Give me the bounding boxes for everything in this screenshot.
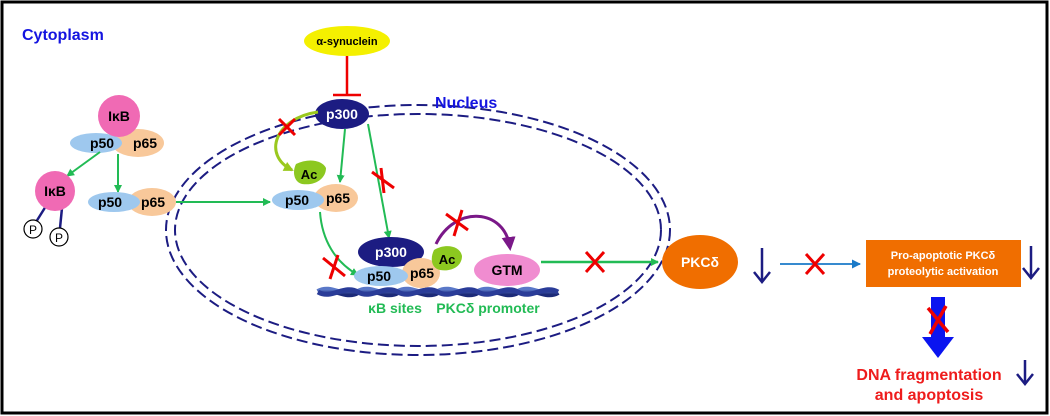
- p50-label-complex: p50: [90, 135, 114, 151]
- block-x-expression: [584, 250, 606, 274]
- fragmentation-line-1: DNA fragmentation: [856, 367, 1001, 384]
- p300-node-bottom: p300: [358, 237, 424, 267]
- proteolytic-line-2: proteolytic activation: [888, 266, 999, 278]
- alpha-synuclein-node: α-synuclein: [304, 26, 390, 56]
- acetyl-label-top: Ac: [301, 167, 318, 182]
- p65-label-promoter: p65: [410, 265, 434, 281]
- nfkb-dimer-nucleus: p50 p65: [272, 184, 358, 212]
- block-x-acetylation: [277, 117, 297, 137]
- ikb-complex: IκB p50 p65: [70, 95, 164, 157]
- ikb-label-phospho: IκB: [44, 183, 66, 199]
- apoptosis-decrease-icon: [1016, 360, 1034, 387]
- p65-label-cyto: p65: [141, 194, 165, 210]
- alpha-synuclein-label: α-synuclein: [316, 36, 377, 48]
- acetyl-label-bottom: Ac: [439, 252, 456, 267]
- block-x-dna-binding: [322, 254, 346, 280]
- synuclein-inhibits-p300: [333, 56, 361, 97]
- block-x-proteolysis: [804, 252, 826, 276]
- p300-label-bottom: p300: [375, 244, 407, 260]
- dna-strand: [316, 286, 560, 298]
- phospho-ikb-node: IκB P P: [23, 171, 75, 247]
- block-x-translocation: [371, 167, 395, 194]
- phospho-label-2: P: [55, 231, 63, 245]
- pkcd-label: PKCδ: [681, 254, 719, 270]
- cytoplasm-label: Cytoplasm: [22, 27, 104, 44]
- p50-label-cyto: p50: [98, 194, 122, 210]
- p300-node-top: p300: [315, 99, 369, 129]
- acetyl-node-top: Ac: [294, 160, 326, 185]
- acetyl-node-bottom: Ac: [431, 246, 462, 271]
- p50-label-nuc: p50: [285, 192, 309, 208]
- block-x-apoptosis: [926, 305, 950, 335]
- dna-binding-arrow: [319, 211, 359, 276]
- ikb-label-complex: IκB: [108, 108, 130, 124]
- nfkb-dimer-promoter: p50 p65: [354, 258, 440, 288]
- ikb-release-arrow: [66, 151, 101, 177]
- p300-translocation-arrow: [367, 123, 392, 239]
- block-x-gtm: [445, 209, 469, 237]
- p300-label-top: p300: [326, 106, 358, 122]
- proteolysis-decrease-icon: [1022, 246, 1040, 281]
- nfkb-dimer-cytoplasm: p50 p65: [88, 188, 176, 216]
- nucleus-label: Nucleus: [435, 95, 497, 112]
- p65-label-complex: p65: [133, 135, 157, 151]
- promoter-label: PKCδ promoter: [436, 300, 540, 316]
- proteolytic-activation-box: Pro-apoptotic PKCδ proteolytic activatio…: [866, 240, 1021, 287]
- nuclear-membrane: [165, 104, 671, 356]
- kb-sites-label: κB sites: [368, 300, 422, 316]
- gtm-label: GTM: [491, 262, 522, 278]
- phospho-label-1: P: [29, 223, 37, 237]
- gtm-node: GTM: [474, 254, 540, 286]
- p300-to-p65-arrow: [336, 128, 346, 183]
- fragmentation-line-2: and apoptosis: [875, 387, 984, 404]
- pkcd-node: PKCδ: [662, 235, 738, 289]
- gtm-activation-arrow: [434, 214, 516, 251]
- p65-label-nuc: p65: [326, 190, 350, 206]
- p300-acetylation-arrow: [274, 110, 319, 172]
- pkcd-decrease-icon: [753, 248, 771, 285]
- proteolytic-line-1: Pro-apoptotic PKCδ: [891, 250, 996, 262]
- p50-label-promoter: p50: [367, 268, 391, 284]
